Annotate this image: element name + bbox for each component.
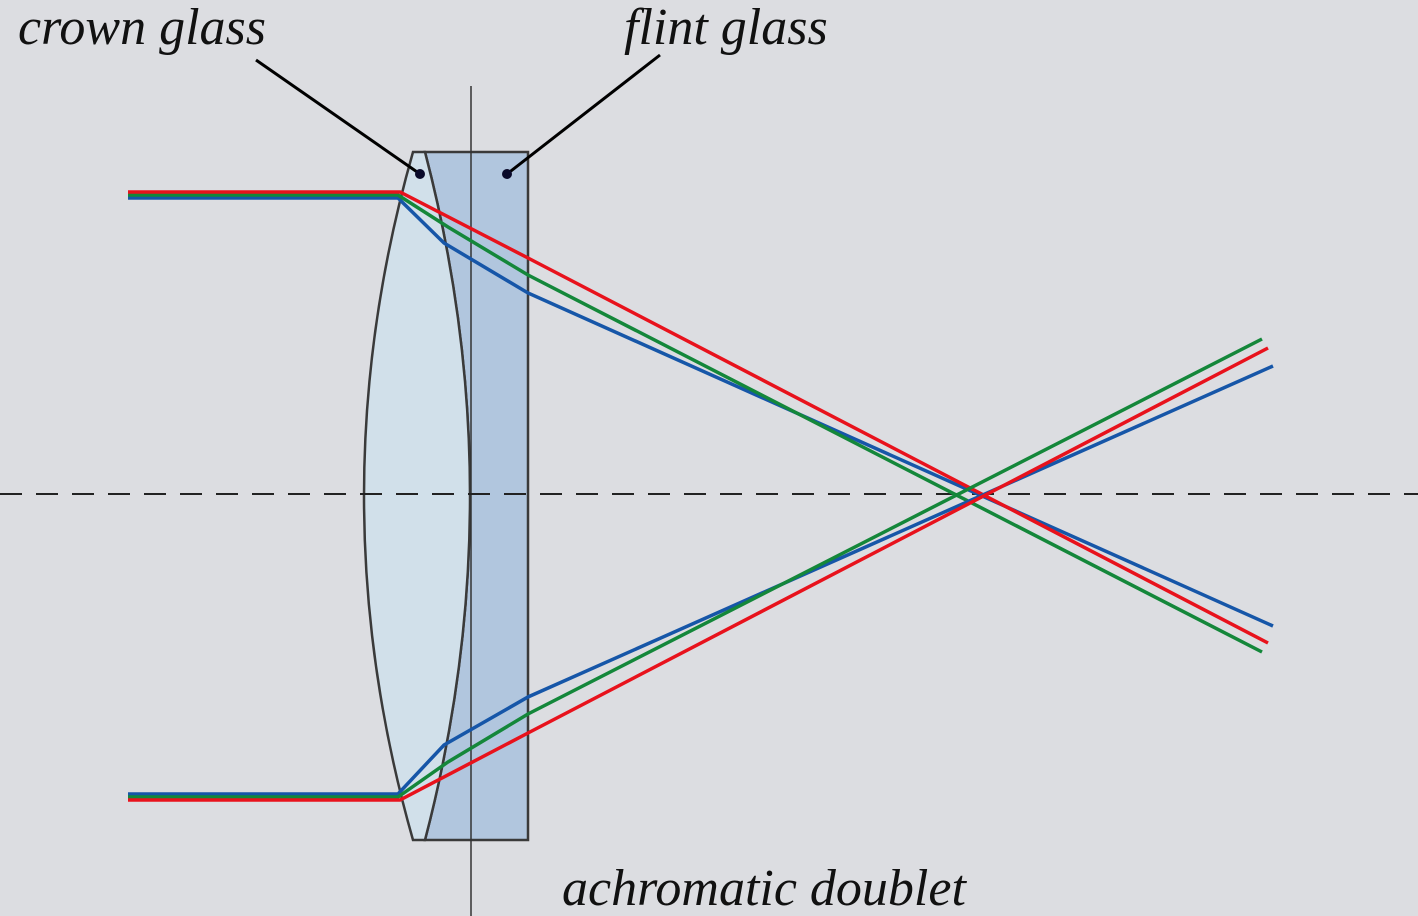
- ray-upper-blue: [128, 196, 1274, 628]
- ray-lower-blue: [128, 364, 1274, 796]
- ray-lower-red: [128, 346, 1269, 802]
- achromatic-doublet-caption: achromatic doublet: [562, 860, 967, 916]
- crown-glass-element: [362, 150, 472, 842]
- flint-glass-leader-line: [506, 53, 661, 176]
- flint-glass-leader-dot: [502, 169, 512, 179]
- ray-upper-green: [128, 193, 1263, 654]
- crown-glass-label: crown glass: [18, 0, 266, 56]
- flint-glass-label: flint glass: [624, 0, 828, 56]
- ray-upper-red: [128, 190, 1269, 645]
- crown-glass-leader-line: [255, 58, 421, 176]
- crown-glass-leader-dot: [415, 169, 425, 179]
- ray-lower-green: [128, 337, 1263, 799]
